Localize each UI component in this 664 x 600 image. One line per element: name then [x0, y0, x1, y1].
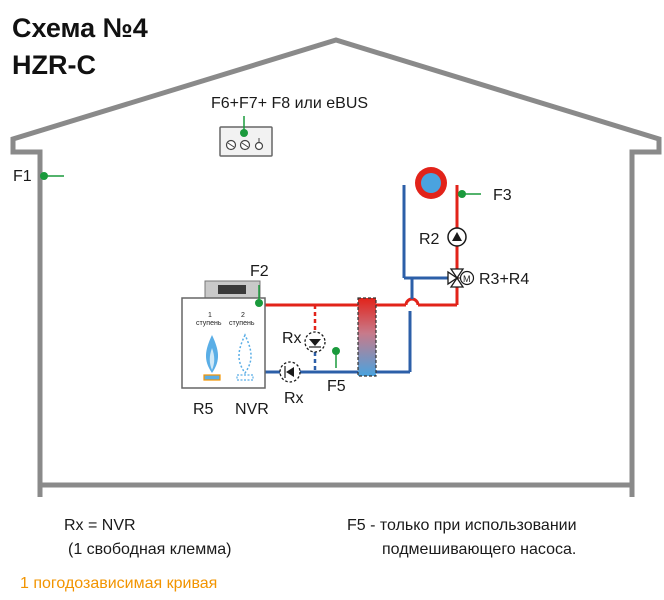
rx-top-label: Rx	[282, 330, 302, 347]
scheme-subtitle: HZR-C	[12, 50, 96, 80]
scheme-title: Схема №4	[12, 13, 148, 43]
f1-label: F1	[13, 168, 32, 185]
remote-control-unit	[219, 126, 273, 157]
boiler: 1 ступень 2 ступень	[181, 297, 266, 389]
free-terminal-note: (1 свободная клемма)	[68, 541, 232, 558]
stage2-text: ступень	[229, 320, 255, 327]
nvr-label: NVR	[235, 401, 269, 418]
weather-curve-note: 1 погодозависимая кривая	[20, 575, 218, 592]
f3-label: F3	[493, 187, 512, 204]
circulation-pump-r2	[447, 227, 467, 247]
motor-symbol: M	[463, 274, 471, 284]
r3r4-label: R3+R4	[479, 271, 529, 288]
f5-usage-note-line1: F5 - только при использовании	[347, 517, 577, 534]
r2-label: R2	[419, 231, 440, 248]
f5-label: F5	[327, 378, 346, 395]
f2-label: F2	[250, 263, 269, 280]
mixing-valve-r3r4: M	[447, 268, 475, 288]
f5-usage-note-line2: подмешивающего насоса.	[382, 541, 577, 558]
stage1-number: 1	[208, 312, 212, 319]
room-sensors-label: F6+F7+ F8 или eBUS	[211, 95, 368, 112]
optional-pump-rx-bottom	[279, 361, 301, 383]
boiler-display	[204, 280, 261, 299]
optional-pump-rx-top	[304, 331, 326, 353]
stage2-number: 2	[241, 312, 245, 319]
r5-label: R5	[193, 401, 214, 418]
house-outline	[10, 37, 662, 497]
stage1-text: ступень	[196, 320, 222, 327]
rx-bottom-label: Rx	[284, 390, 304, 407]
rx-equals-nvr-note: Rx = NVR	[64, 517, 136, 534]
sensor-dot-room	[240, 129, 248, 137]
flame-stage2-icon	[238, 333, 252, 375]
radiator	[415, 167, 447, 199]
sensor-dot-f2	[255, 299, 263, 307]
hydraulic-separator	[357, 297, 377, 377]
